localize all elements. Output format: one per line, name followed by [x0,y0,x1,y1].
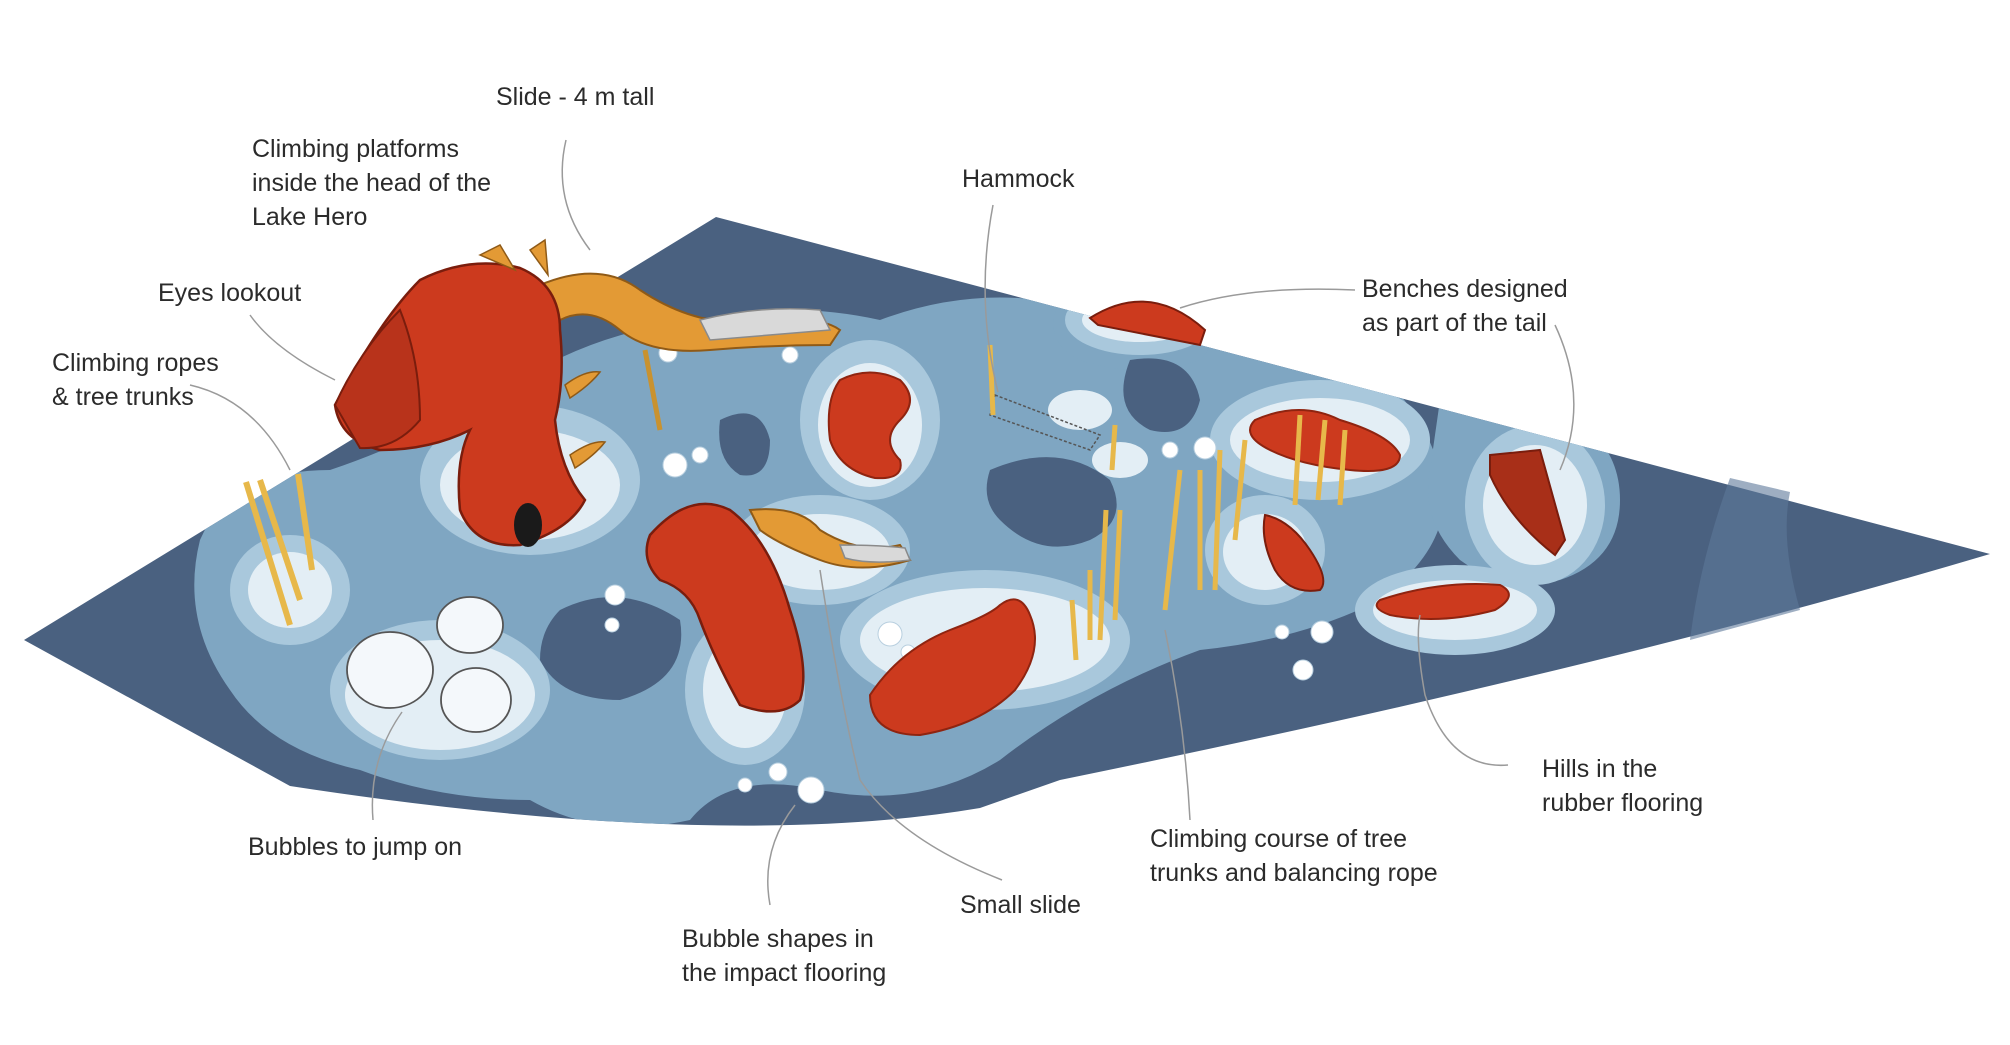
leader-hills [1417,614,1509,767]
label-bubbles-jump: Bubbles to jump on [248,833,463,861]
course-trunk [1337,429,1348,506]
jump-bubbles [346,596,512,733]
flooring-pale [1048,390,1112,430]
small-slide-silver [838,544,912,563]
leader-small-slide [819,569,1003,881]
tail-spike [1262,513,1325,592]
slide-chute-silver [698,308,832,341]
label-eyes-lookout: Eyes lookout [158,279,302,307]
leader-tail [1554,324,1575,471]
course-trunk [1292,414,1303,506]
hill [868,598,1036,737]
flooring-pale [1092,442,1148,478]
label-bubble-shapes: Bubble shapes in the impact flooring [682,925,887,987]
flooring-hole [986,457,1117,547]
flooring-hole [540,597,682,700]
course-trunk [1162,469,1183,611]
small-slide-serpent [645,502,912,713]
head-horn [478,244,517,272]
label-climbing-ropes: Climbing ropes & tree trunks [52,349,219,411]
climbing-ropes-trunks [243,473,315,626]
head-horn [528,238,549,278]
leader-course [1164,629,1191,821]
jump-bubble [440,667,512,733]
leader-slide [561,139,591,251]
leader-hammock [984,204,999,393]
slide-tower-post [642,349,663,431]
jump-bubble [346,631,434,709]
serpent-body [645,502,805,713]
tail-bench [1088,300,1207,347]
leader-benches [1179,288,1356,309]
hammock-post [1109,424,1118,471]
tail-spike [1489,448,1567,557]
course-trunk [1212,449,1223,591]
bubble-dots [604,343,1334,804]
hill [1375,583,1510,620]
course-trunk [1232,439,1248,541]
label-benches: Benches designed as part of the tail [1362,275,1568,337]
flooring-hole [719,413,770,476]
label-hills: Hills in the rubber flooring [1542,755,1704,817]
label-climbing-platforms: Climbing platforms inside the head of th… [252,135,492,231]
head-fin [569,441,607,470]
lake-hero-head [333,238,607,547]
leader-ropes [189,384,291,471]
label-small-slide: Small slide [960,891,1081,919]
course-trunk [1069,599,1079,661]
head-snout [333,308,422,450]
leader-bubble-shapes [767,804,796,906]
leader-lines [189,139,1575,906]
head-mouth-hole [514,503,542,547]
hill [827,371,911,480]
climbing-course [1069,414,1348,661]
leader-jump [371,711,403,821]
flooring-hole [1123,358,1200,432]
label-slide: Slide - 4 m tall [496,83,655,111]
tree-trunk [257,479,303,601]
ground-band [1690,478,1800,640]
tree-trunk [243,481,293,626]
head-fin [564,371,602,400]
label-hammock: Hammock [962,165,1075,193]
course-trunk [1097,509,1109,641]
flooring-pale [248,552,332,628]
jump-bubble [436,596,504,654]
course-trunk [1315,419,1328,501]
label-climbing-course: Climbing course of tree trunks and balan… [1150,825,1438,887]
large-slide [538,272,842,431]
hammock-net [989,393,1102,451]
course-trunk [1112,509,1123,621]
leader-eyes [249,314,336,381]
tree-trunk [295,473,315,571]
